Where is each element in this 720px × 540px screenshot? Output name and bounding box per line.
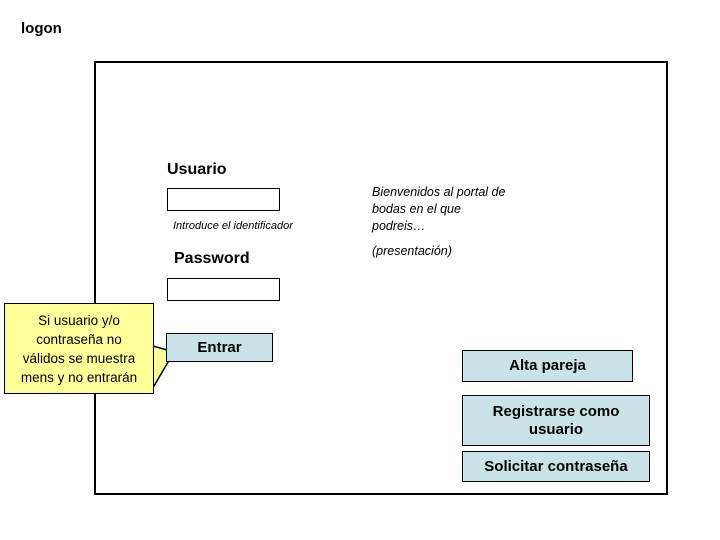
- entrar-button[interactable]: Entrar: [166, 333, 273, 362]
- password-label: Password: [174, 250, 250, 267]
- callout-line: Si usuario y/o: [38, 312, 120, 328]
- callout-line: válidos se muestra: [22, 350, 136, 366]
- validation-callout-note: Si usuario y/o contraseña no válidos se …: [4, 303, 154, 394]
- welcome-line: bodas en el que: [372, 202, 461, 216]
- presentacion-note: (presentación): [372, 244, 452, 258]
- usuario-hint: Introduce el identificador: [173, 220, 293, 232]
- usuario-label: Usuario: [167, 161, 227, 178]
- alta-pareja-button[interactable]: Alta pareja: [462, 350, 633, 382]
- solicitar-contrasena-button[interactable]: Solicitar contraseña: [462, 451, 650, 482]
- usuario-input[interactable]: [167, 188, 280, 211]
- welcome-line: Bienvenidos al portal de: [372, 185, 506, 199]
- callout-line: contraseña no: [36, 331, 122, 347]
- welcome-line: podreis…: [372, 219, 426, 233]
- password-input[interactable]: [167, 278, 280, 301]
- registrarse-button[interactable]: Registrarse como usuario: [462, 395, 650, 446]
- callout-line: mens y no entrarán: [20, 369, 138, 385]
- welcome-text: Bienvenidos al portal de bodas en el que…: [372, 184, 505, 235]
- page-title: logon: [21, 20, 62, 37]
